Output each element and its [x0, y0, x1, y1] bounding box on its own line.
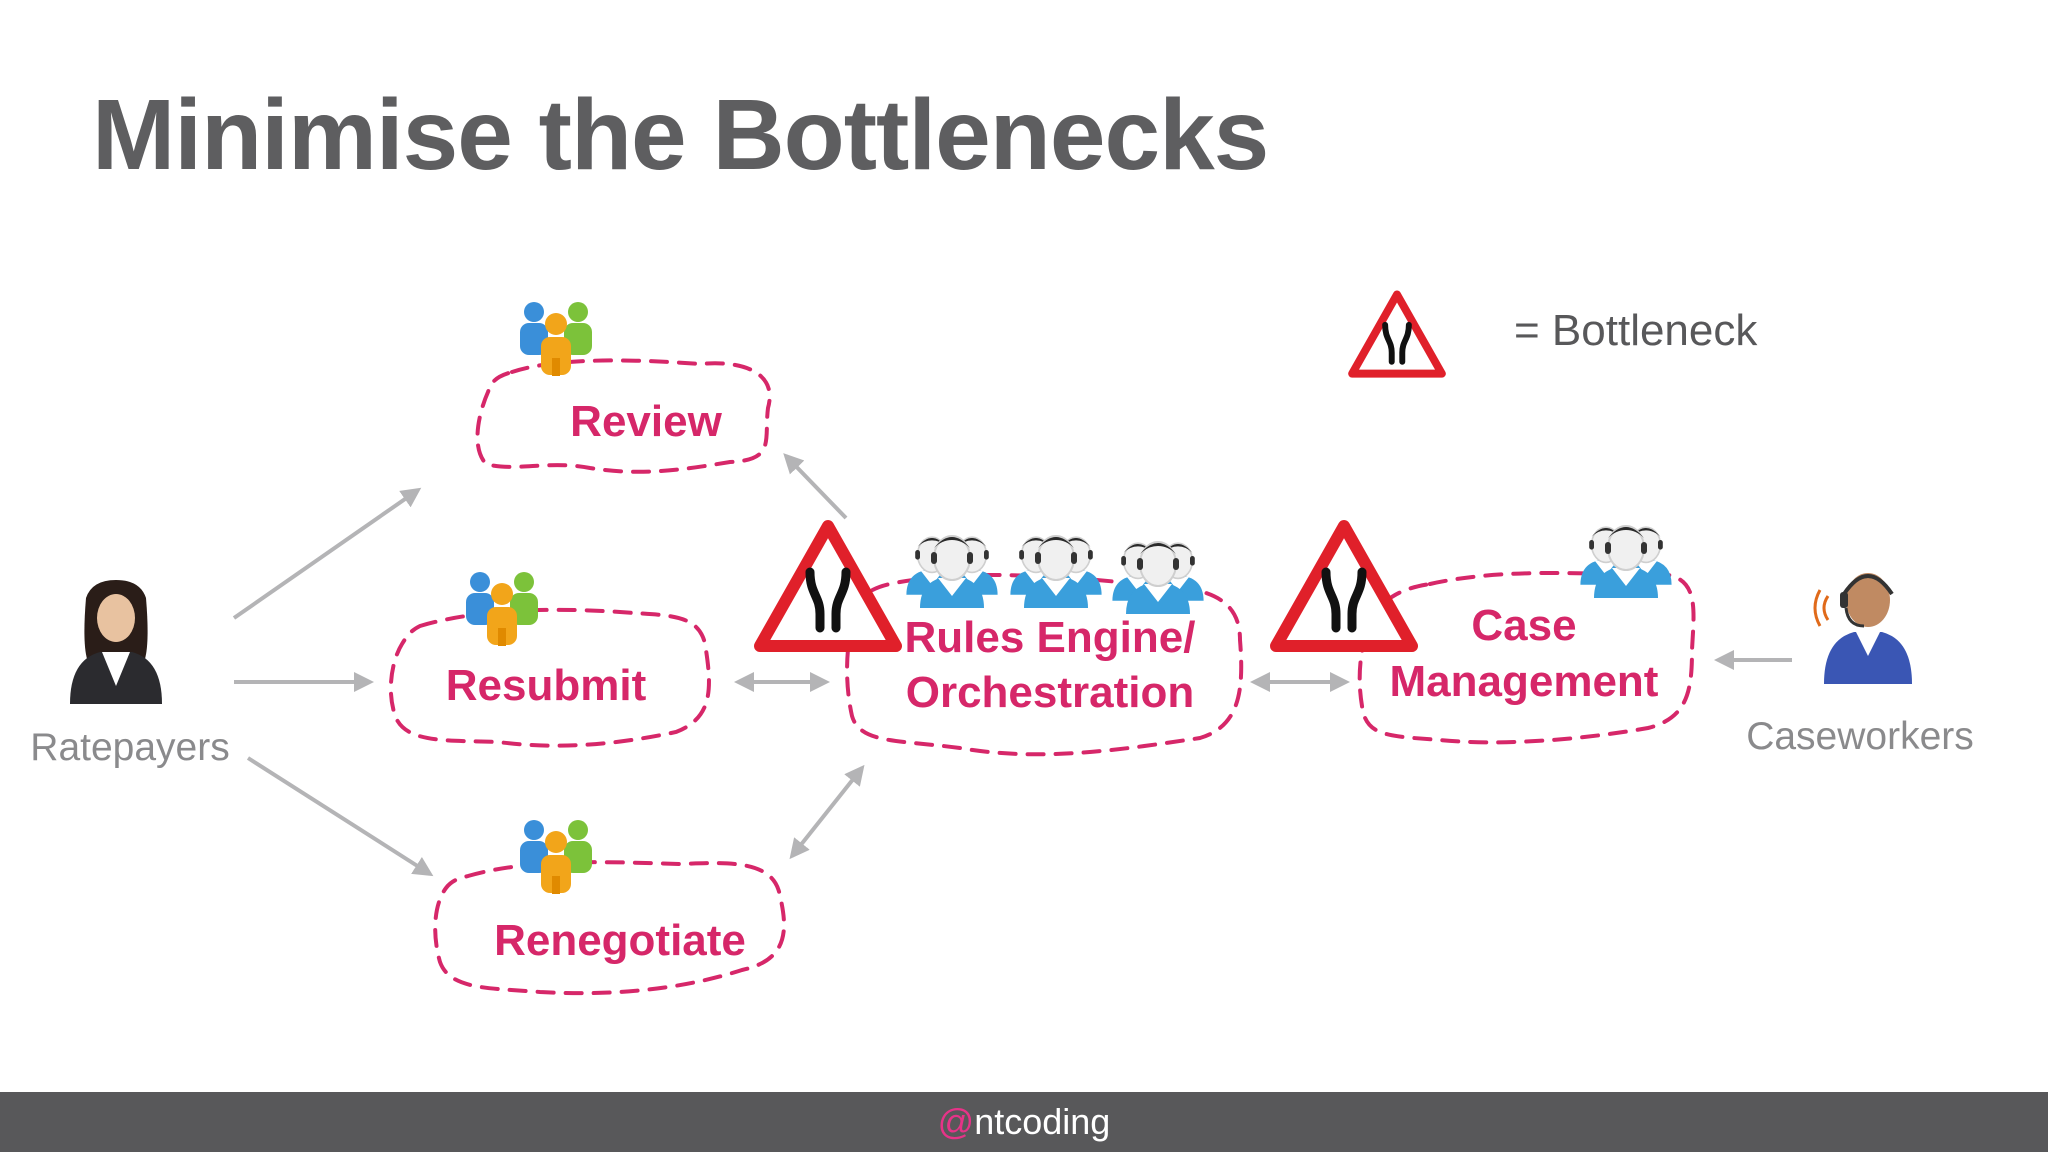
dev-team-icon [906, 536, 1203, 614]
bottleneck-warning-icon [760, 526, 896, 646]
rules-engine-node: Rules Engine/ Orchestration [845, 536, 1244, 757]
rules-engine-label-line1: Rules Engine/ [905, 613, 1196, 662]
resubmit-label: Resubmit [446, 661, 647, 710]
arrow-renegotiate-engine [789, 764, 865, 860]
bottleneck-diagram: = Bottleneck Review Resubmit Renegotiate [30, 0, 1974, 996]
case-management-label-line2: Management [1390, 657, 1659, 706]
resubmit-node: Resubmit [388, 572, 711, 748]
road-narrows-warning-icon [1352, 294, 1442, 373]
legend-label: = Bottleneck [1514, 306, 1758, 355]
caseworkers-label: Caseworkers [1746, 715, 1974, 758]
footer-handle: ntcoding [974, 1101, 1111, 1142]
arrow-ratepayers-renegotiate [246, 756, 434, 877]
page-title: Minimise the Bottlenecks [92, 79, 1269, 191]
case-management-node: Case Management [1357, 526, 1696, 745]
team-group-icon [520, 302, 592, 376]
team-group-icon [466, 572, 538, 646]
footer-bar: @ntcoding [0, 1092, 2048, 1152]
review-label: Review [570, 397, 722, 446]
arrow-engine-review [783, 453, 848, 520]
footer-at-symbol: @ [937, 1101, 975, 1142]
review-node: Review [475, 302, 772, 474]
team-group-icon [520, 820, 592, 894]
arrow-ratepayers-review [232, 487, 422, 620]
dev-team-icon [1580, 526, 1671, 598]
renegotiate-label: Renegotiate [494, 916, 746, 965]
headset-operator-icon [1813, 573, 1912, 684]
flow-arrows [232, 453, 1792, 877]
renegotiate-node: Renegotiate [433, 820, 786, 996]
businesswoman-icon [70, 580, 162, 704]
ratepayers-label: Ratepayers [30, 726, 229, 769]
rules-engine-label-line2: Orchestration [906, 668, 1195, 717]
case-management-label-line1: Case [1471, 601, 1576, 650]
bottleneck-warning-icon [1276, 526, 1412, 646]
